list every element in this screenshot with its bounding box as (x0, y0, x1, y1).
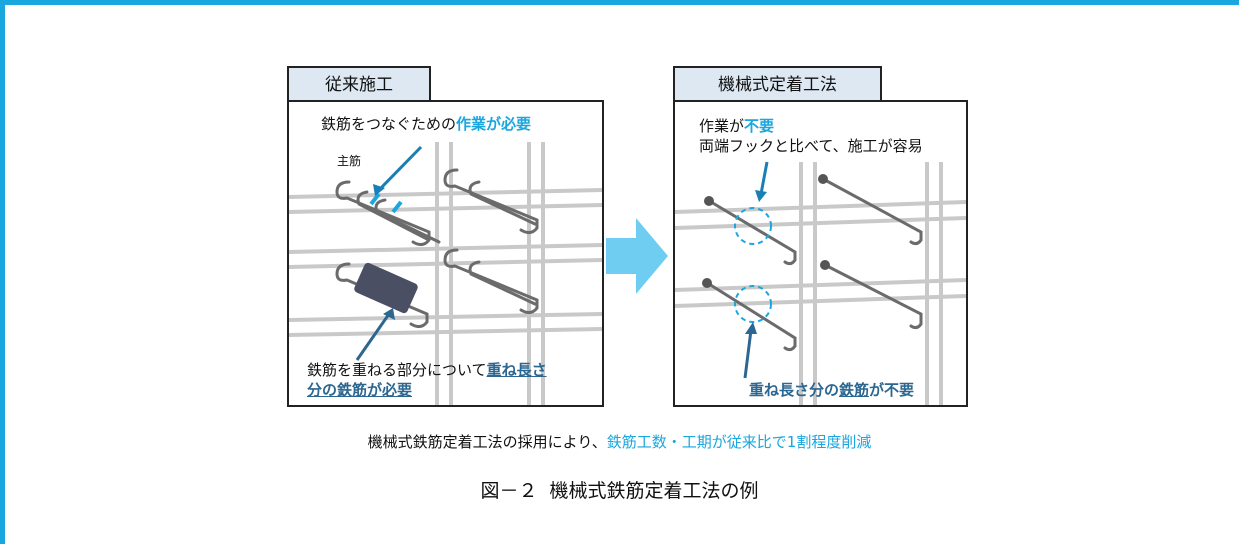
top-note-pointer (377, 145, 423, 192)
left-top-note-emphasis: 作業が必要 (456, 115, 532, 133)
right-bottom-note: 重ね長さ分の鉄筋が不要 (749, 380, 914, 400)
left-bottom-note-prefix: 鉄筋を重ねる部分について (307, 361, 487, 379)
right-top-note-prefix: 作業が (699, 117, 745, 135)
right-top-pointer (759, 161, 769, 195)
right-bottom-note-prefix: 重ね長さ分の (749, 381, 840, 399)
right-rebar-illustration (675, 161, 966, 405)
right-grid-bars (675, 162, 966, 405)
figure-number: 図－２ (480, 480, 538, 502)
figure-caption: 図－２ 機械式鉄筋定着工法の例 (0, 476, 1239, 503)
right-panel-tab: 機械式定着工法 (673, 66, 882, 102)
left-coupler-marks (369, 192, 403, 214)
no-work-highlight (734, 207, 772, 245)
right-panel-tab-label: 機械式定着工法 (718, 75, 837, 95)
left-bottom-note-emphasis-2: 分の鉄筋が必要 (307, 381, 413, 399)
figure-title: 機械式鉄筋定着工法の例 (549, 480, 759, 502)
left-rebar-illustration (289, 142, 602, 405)
summary-highlight: 鉄筋工数・工期が従来比で1割程度削減 (606, 433, 872, 451)
left-panel-tab-label: 従来施工 (325, 75, 393, 95)
right-top-note: 作業が不要 両端フックと比べて、施工が容易 (699, 116, 923, 156)
right-bottom-pointer (743, 329, 753, 379)
main-bar-label: 主筋 (337, 154, 362, 168)
left-bottom-note-emphasis-1: 重ね長さ (486, 361, 547, 379)
bottom-note-pointer-head (383, 308, 395, 320)
left-panel-tab: 従来施工 (287, 66, 431, 102)
summary-line: 機械式鉄筋定着工法の採用により、鉄筋工数・工期が従来比で1割程度削減 (0, 431, 1239, 452)
right-bottom-note-suffix: が不要 (869, 381, 915, 399)
summary-plain: 機械式鉄筋定着工法の採用により、 (367, 433, 607, 451)
left-border (0, 0, 5, 544)
left-hook-bars (335, 168, 539, 329)
anchor-heads (702, 174, 830, 288)
bottom-note-pointer (355, 313, 391, 361)
right-top-note-emphasis: 不要 (744, 117, 775, 135)
right-bottom-note-mid: 鉄筋 (839, 381, 870, 399)
right-straight-bars (707, 178, 923, 352)
top-note-pointer-head (373, 184, 385, 196)
right-bottom-pointer-head (745, 322, 757, 334)
left-top-note: 鉄筋をつなぐための作業が必要 (321, 114, 531, 134)
left-panel: 鉄筋をつなぐための作業が必要 主筋 鉄筋を重ねる部分について重ね長さ 分の鉄筋が… (287, 100, 604, 407)
top-border (0, 0, 1239, 5)
left-bottom-note: 鉄筋を重ねる部分について重ね長さ 分の鉄筋が必要 (307, 360, 547, 400)
transition-arrow-icon (606, 218, 668, 294)
right-panel: 作業が不要 両端フックと比べて、施工が容易 重ね長さ分の鉄筋が不要 (673, 100, 968, 407)
right-top-pointer-head (755, 190, 767, 202)
left-top-note-prefix: 鉄筋をつなぐための (321, 115, 457, 133)
lap-splice-overlay (354, 262, 418, 314)
right-top-note-line2: 両端フックと比べて、施工が容易 (699, 137, 923, 155)
